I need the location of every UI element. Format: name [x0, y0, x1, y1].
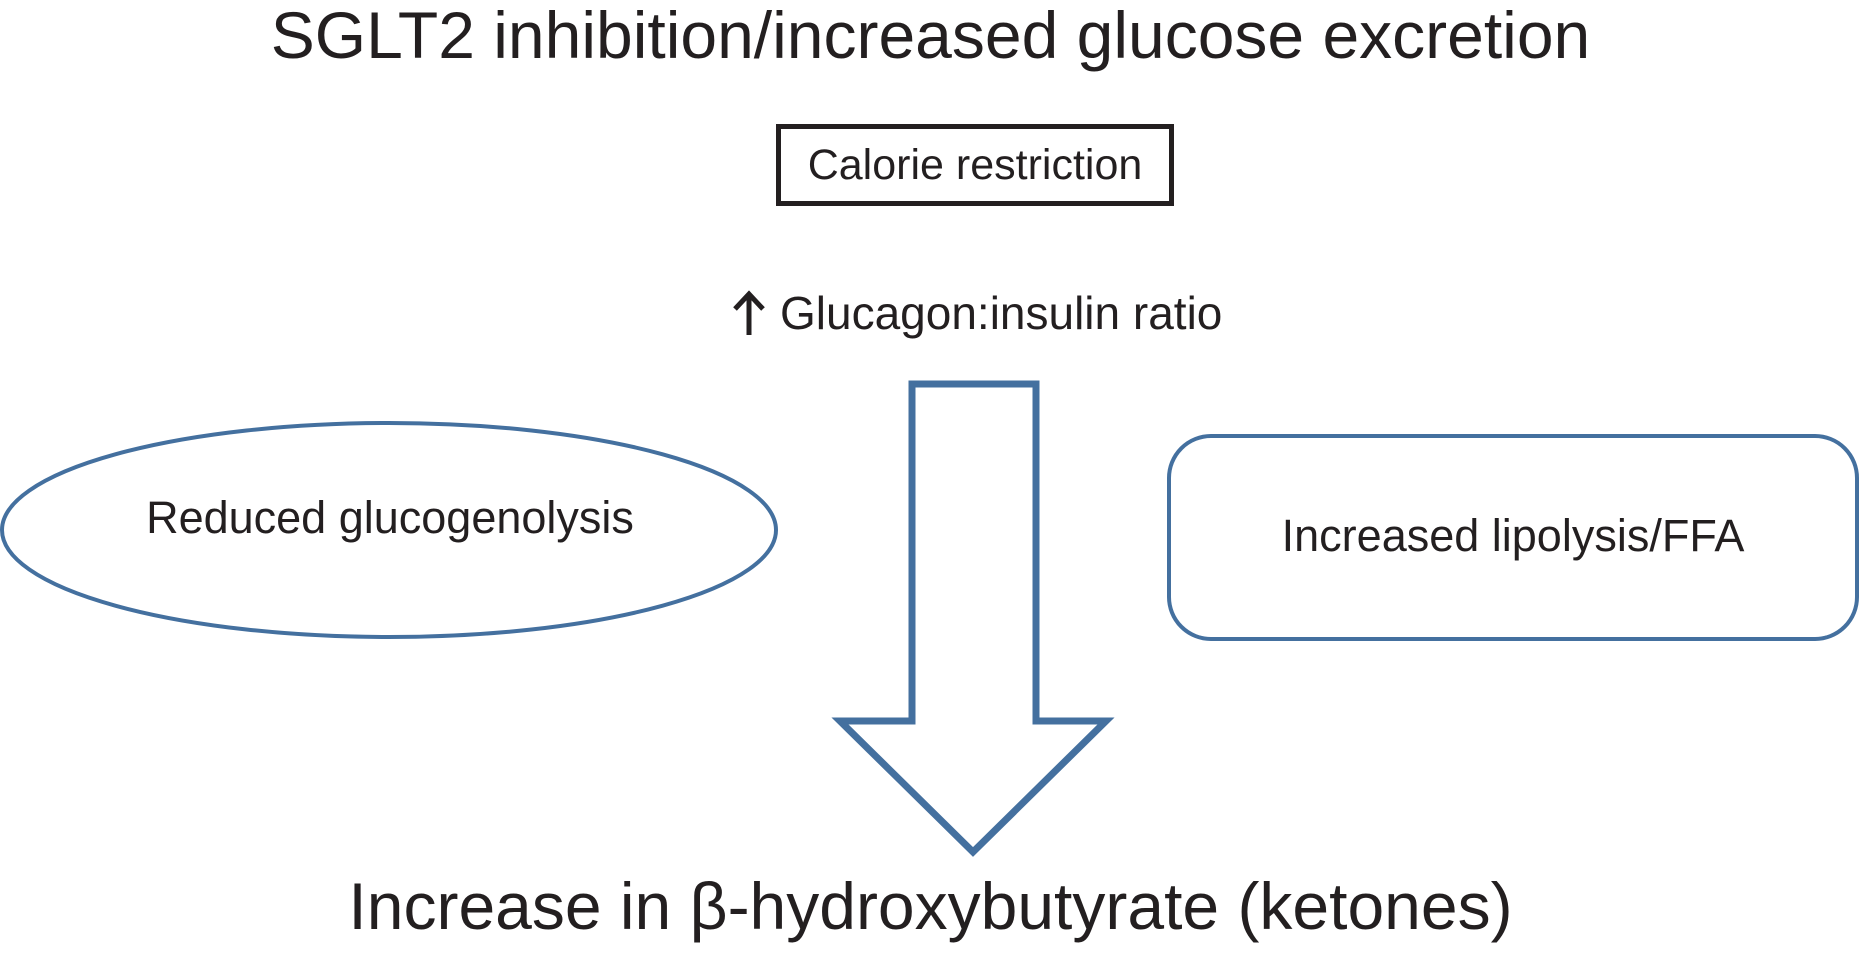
- reduced-glucogenolysis-ellipse: [0, 421, 778, 639]
- glucagon-insulin-ratio-label: Glucagon:insulin ratio: [780, 287, 1223, 339]
- down-arrow-icon: [831, 380, 1115, 857]
- reduced-glucogenolysis-label: Reduced glucogenolysis: [146, 492, 634, 543]
- glucagon-insulin-ratio: Glucagon:insulin ratio: [730, 285, 1222, 341]
- increased-lipolysis-label: Increased lipolysis/FFA: [1281, 510, 1745, 561]
- ketone-increase-result: Increase in β-hydroxybutyrate (ketones): [348, 869, 1513, 943]
- diagram-title: SGLT2 inhibition/increased glucose excre…: [270, 0, 1591, 72]
- increased-lipolysis-box: [1167, 434, 1859, 641]
- calorie-restriction-label: Calorie restriction: [807, 140, 1143, 189]
- up-arrow-icon: [733, 290, 765, 335]
- calorie-restriction-box: Calorie restriction: [776, 124, 1174, 206]
